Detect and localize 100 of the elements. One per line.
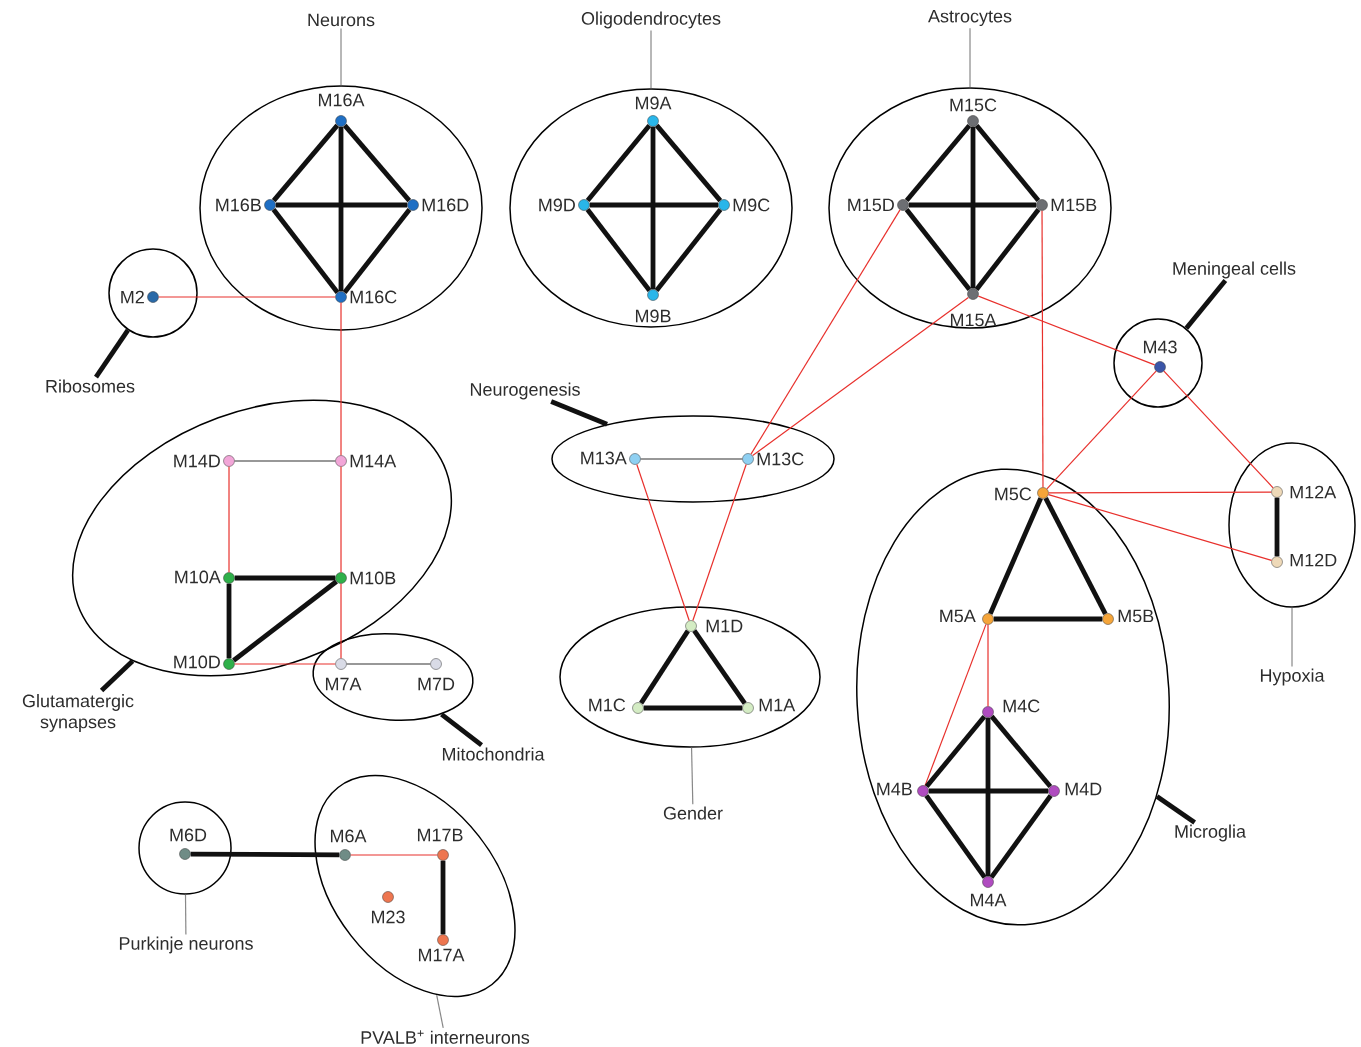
network-edge: [924, 714, 987, 789]
leader-line: [969, 27, 971, 88]
module-label: M13C: [757, 452, 804, 466]
network-edge: [440, 860, 446, 935]
module-label: M7A: [326, 677, 362, 691]
module-label: M12A: [1290, 485, 1337, 499]
module-label: M9D: [539, 198, 575, 212]
network-edge: [639, 629, 690, 705]
leader-line: [94, 328, 130, 379]
module-label: M14A: [350, 454, 397, 468]
network-edge: [234, 575, 336, 581]
network-edge: [987, 624, 989, 707]
module-label: M43: [1143, 340, 1177, 354]
network-edge: [226, 583, 232, 659]
module-label: M5B: [1118, 609, 1154, 623]
module-label: M7D: [418, 677, 455, 691]
module-label: M4B: [877, 782, 912, 796]
network-edge: [338, 126, 344, 292]
group-label: Neurons: [308, 13, 375, 27]
network-edge: [750, 209, 901, 455]
network-edge: [271, 123, 340, 203]
network-edge: [1048, 491, 1272, 494]
cluster-circle: [138, 801, 232, 895]
network-edge: [1043, 497, 1108, 615]
network-edge: [904, 123, 972, 203]
network-edge: [342, 208, 412, 294]
network-edge: [234, 460, 336, 462]
leader-line: [1291, 607, 1293, 667]
network-edge: [924, 794, 987, 879]
network-edge: [640, 458, 743, 460]
network-edge: [989, 794, 1053, 879]
network-edge: [908, 202, 1037, 208]
module-label: M15A: [950, 313, 997, 327]
network-edge: [190, 851, 340, 858]
leader-line: [440, 712, 484, 748]
leader-line: [690, 747, 694, 805]
network-edge: [974, 208, 1041, 291]
network-edge: [585, 208, 652, 292]
module-label: M16B: [216, 198, 261, 212]
network-edge: [643, 705, 743, 711]
module-label: M15C: [950, 98, 997, 112]
group-label: PVALB$^{+}$ interneurons: [361, 1030, 530, 1044]
module-label: M17B: [417, 828, 463, 842]
cluster-circle: [108, 248, 198, 338]
group-label: Hypoxia: [1260, 668, 1325, 686]
module-label: M6A: [331, 829, 367, 843]
network-edge: [654, 208, 723, 292]
group-label: Gender: [663, 806, 723, 820]
group-label: Mitochondria: [442, 747, 545, 761]
group-label: Glutamatergic synapses: [22, 694, 134, 732]
network-edge: [970, 126, 976, 289]
network-edge: [993, 616, 1103, 622]
module-label: M16D: [422, 198, 469, 212]
module-label: M17A: [418, 948, 465, 962]
network-edge: [924, 623, 987, 787]
cluster-circle: [1113, 318, 1203, 408]
cluster-ellipse: [199, 85, 483, 331]
leader-line: [340, 27, 342, 86]
leader-line: [436, 994, 444, 1029]
module-label: M16A: [318, 93, 365, 107]
module-label: M10D: [174, 655, 220, 669]
leader-line: [1184, 279, 1228, 330]
module-label: M1D: [706, 619, 743, 633]
network-edge: [342, 123, 412, 203]
network-edge: [232, 579, 338, 663]
module-label: M2: [121, 290, 144, 304]
module-label: M5C: [995, 487, 1032, 501]
module-label: M6D: [170, 828, 207, 842]
group-label: Microglia: [1175, 824, 1246, 842]
module-label: M10A: [175, 570, 221, 584]
module-label: M4D: [1065, 782, 1102, 796]
module-label: M14D: [174, 454, 220, 468]
group-label: Astrocytes: [928, 9, 1012, 27]
network-edge: [654, 123, 723, 203]
network-edge: [692, 629, 747, 705]
group-label: Neurogenesis: [470, 382, 580, 400]
leader-line: [184, 894, 187, 935]
module-label: M23: [371, 910, 405, 924]
module-label: M13A: [581, 451, 627, 465]
network-edge: [340, 302, 342, 456]
cluster-ellipse: [559, 606, 821, 748]
network-edge: [985, 717, 991, 877]
module-label: M15D: [848, 198, 894, 212]
module-label: M9A: [636, 96, 672, 110]
network-edge: [988, 497, 1043, 615]
leader-line: [550, 399, 608, 427]
network-edge: [271, 208, 340, 294]
group-label: Purkinje neurons: [119, 936, 253, 954]
module-label: M10B: [350, 571, 396, 585]
network-edge: [752, 296, 969, 457]
network-edge: [692, 463, 747, 622]
network-edge: [1274, 497, 1280, 557]
network-edge: [1046, 370, 1157, 490]
network-edge: [350, 854, 438, 856]
network-edge: [974, 123, 1041, 203]
network-edge: [589, 202, 719, 208]
network-edge: [1047, 494, 1273, 561]
network-edge: [977, 295, 1156, 366]
module-label: M1A: [759, 698, 796, 712]
network-edge: [275, 202, 408, 208]
